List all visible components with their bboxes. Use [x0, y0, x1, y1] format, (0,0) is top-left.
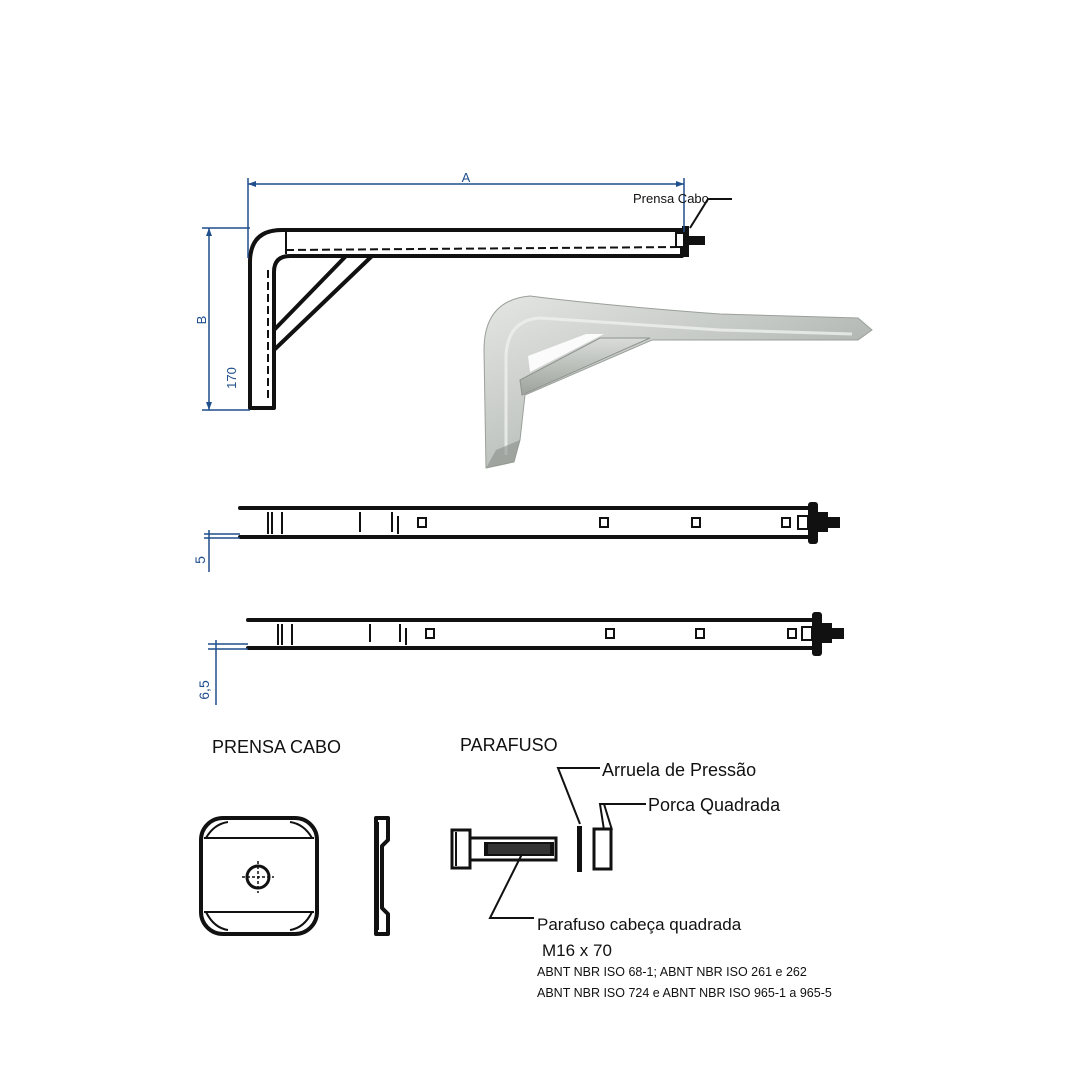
top-view-5mm [238, 502, 840, 544]
prensa-cabo-callout: Prensa Cabo [633, 191, 732, 229]
dimension-6-5-label: 6,5 [196, 680, 212, 700]
porca-label: Porca Quadrada [648, 795, 781, 815]
parafuso-callout: Parafuso cabeça quadrada M16 x 70 ABNT N… [488, 853, 832, 1000]
bracket-photo [483, 295, 873, 469]
top-view-6-5mm [246, 612, 844, 656]
norms-line-1: ABNT NBR ISO 68-1; ABNT NBR ISO 261 e 26… [537, 965, 807, 979]
prensa-cabo-title: PRENSA CABO [212, 737, 341, 757]
washer-arruela [577, 826, 582, 872]
parafuso-title: PARAFUSO [460, 735, 558, 755]
arruela-label: Arruela de Pressão [602, 760, 756, 780]
dimension-b: B 170 [194, 227, 250, 411]
dimension-b-label: B [194, 316, 209, 325]
dimension-thickness-5: 5 [192, 530, 240, 572]
prensa-cabo-plate-front [199, 816, 319, 936]
dimension-a-label: A [462, 170, 471, 185]
prensa-cabo-plate-side [374, 816, 390, 936]
square-nut-porca [592, 827, 613, 871]
norms-line-2: ABNT NBR ISO 724 e ABNT NBR ISO 965-1 a … [537, 986, 832, 1000]
arruela-callout: Arruela de Pressão [556, 760, 756, 825]
prensa-cabo-callout-label: Prensa Cabo [633, 191, 709, 206]
dimension-b-value: 170 [224, 367, 239, 389]
dimension-thickness-6-5: 6,5 [196, 640, 248, 705]
porca-callout: Porca Quadrada [598, 795, 781, 831]
parafuso-desc-label: Parafuso cabeça quadrada [537, 915, 742, 934]
parafuso-size-label: M16 x 70 [542, 941, 612, 960]
bracket-side-view [248, 226, 705, 410]
dimension-5-label: 5 [192, 556, 208, 564]
bolt-parafuso [450, 828, 558, 870]
dimension-a: A [247, 170, 685, 258]
